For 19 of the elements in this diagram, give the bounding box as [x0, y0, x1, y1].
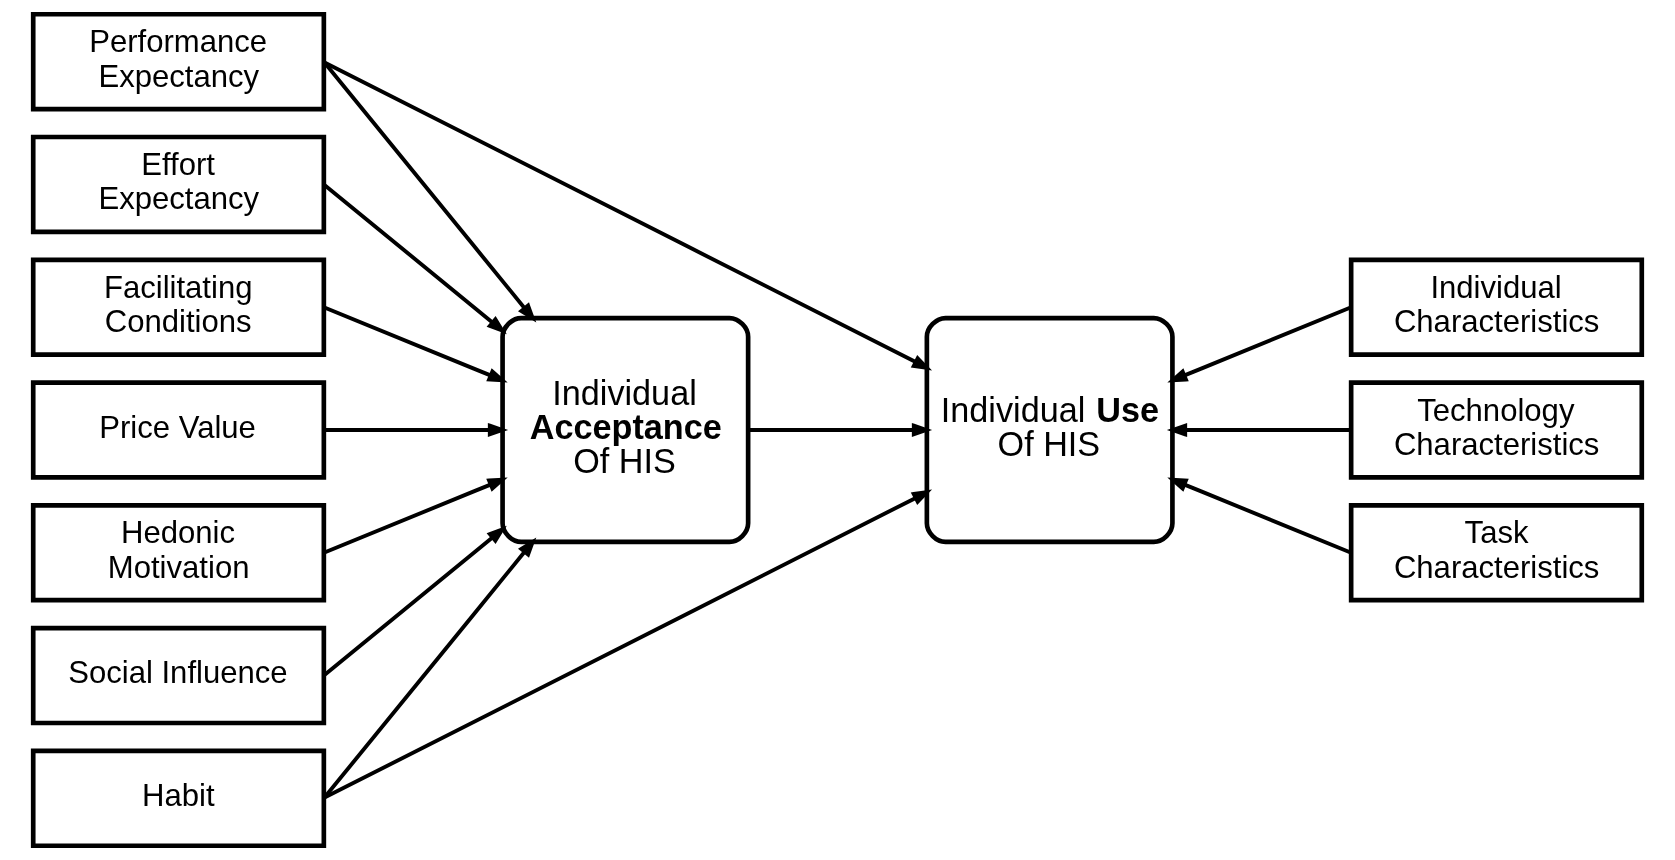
arrow	[323, 305, 508, 383]
node-box: Individual Acceptance Of HIS	[500, 315, 751, 545]
node-box: Individual Use Of HIS	[924, 315, 1175, 545]
node-box: Facilitating Conditions	[30, 257, 327, 357]
node-box: Social Influence	[30, 625, 327, 726]
arrow	[748, 422, 933, 438]
node-box: Price Value	[30, 380, 327, 480]
node-box: Hedonic Motivation	[30, 503, 327, 603]
node-box: Habit	[30, 748, 327, 849]
node-box: Task Characteristics	[1348, 503, 1645, 603]
node-box: Effort Expectancy	[30, 134, 327, 235]
node-box: Performance Expectancy	[30, 11, 327, 112]
arrow	[1167, 305, 1352, 383]
arrow	[323, 477, 508, 555]
node-box: Individual Characteristics	[1348, 257, 1645, 357]
arrow	[1167, 477, 1352, 555]
node-box: Technology Characteristics	[1348, 380, 1645, 480]
arrow	[323, 422, 509, 438]
arrow	[1166, 422, 1352, 438]
